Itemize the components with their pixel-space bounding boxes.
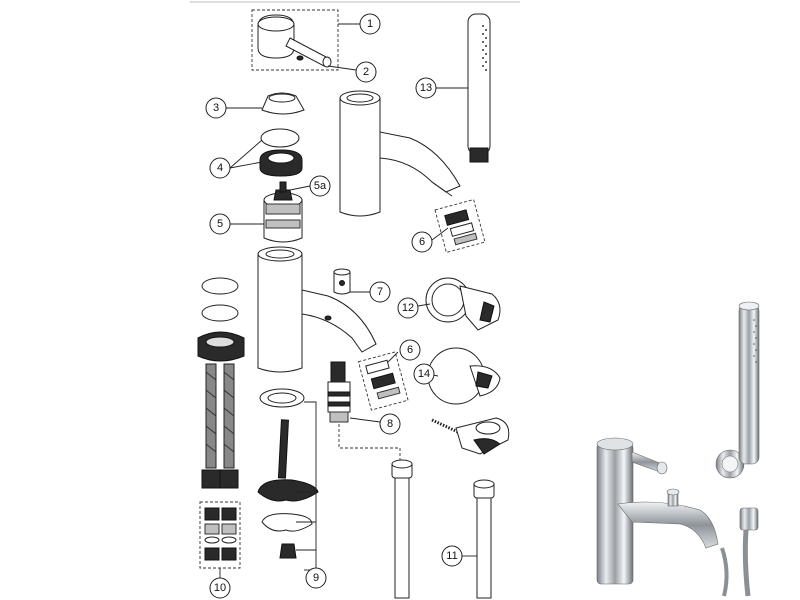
svg-text:5: 5 [217, 218, 223, 230]
hand-shower-part [467, 13, 491, 163]
svg-text:3: 3 [213, 102, 219, 114]
shroud-cap-part [261, 92, 305, 115]
callout-6-middle: 6 [399, 339, 421, 361]
callout-5a: 5a [309, 175, 331, 197]
svg-text:6: 6 [407, 344, 413, 356]
screw-clip-part [431, 417, 510, 455]
svg-text:12: 12 [402, 302, 414, 314]
svg-text:7: 7 [377, 286, 383, 298]
washer-nut-part [259, 128, 303, 177]
leader-lines [219, 23, 477, 580]
cartridge-part [263, 181, 303, 243]
callout-11: 11 [441, 545, 463, 567]
callout-5: 5 [209, 213, 231, 235]
svg-text:13: 13 [420, 82, 432, 94]
wall-bracket-part [425, 277, 501, 331]
aerator-part-middle [357, 351, 409, 411]
callout-9: 9 [305, 567, 327, 589]
callout-14: 14 [413, 363, 435, 385]
spout-body-top [339, 90, 461, 217]
callout-12: 12 [397, 297, 419, 319]
svg-text:9: 9 [313, 572, 319, 584]
callout-10: 10 [209, 577, 231, 599]
svg-text:14: 14 [418, 368, 430, 380]
mixer-body-middle [257, 246, 377, 373]
svg-text:10: 10 [214, 582, 226, 594]
shower-hose-part-left [391, 459, 413, 599]
callout-6-top: 6 [411, 231, 433, 253]
callout-7: 7 [369, 281, 391, 303]
svg-text:11: 11 [446, 550, 457, 562]
callout-2: 2 [355, 61, 377, 83]
shower-hose-part [473, 479, 495, 599]
fittings-set-part [199, 501, 241, 569]
flexi-hose-assembly [197, 277, 245, 489]
product-photo [596, 301, 760, 597]
aerator-part-top [434, 199, 486, 253]
svg-text:5a: 5a [314, 180, 327, 192]
plug-part [333, 268, 351, 295]
callout-3: 3 [205, 97, 227, 119]
callout-4: 4 [209, 157, 231, 179]
svg-text:6: 6 [419, 236, 425, 248]
callout-13: 13 [415, 77, 437, 99]
svg-text:1: 1 [367, 18, 373, 30]
svg-text:4: 4 [217, 162, 223, 174]
bracket-cover-part [427, 347, 501, 405]
handle-lever-part [251, 9, 339, 71]
callout-8: 8 [379, 413, 401, 435]
diverter-cartridge-part [327, 361, 401, 460]
pop-up-waste-part [257, 388, 319, 559]
callout-1: 1 [359, 13, 381, 35]
svg-text:8: 8 [387, 418, 393, 430]
svg-text:2: 2 [363, 66, 369, 78]
